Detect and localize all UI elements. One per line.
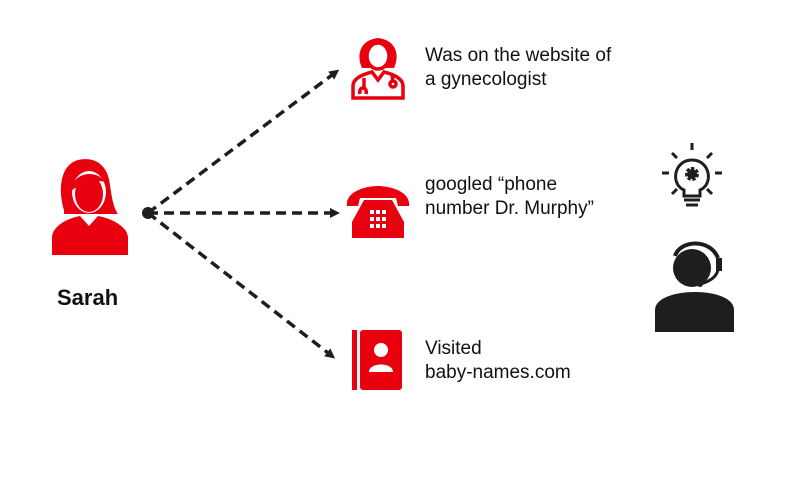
event-text-line: number Dr. Murphy” — [425, 198, 594, 219]
event-text-line: Was on the website of — [425, 45, 612, 66]
arrow-to-book — [146, 211, 336, 359]
connector-arrows — [146, 69, 340, 359]
event-text-line: a gynecologist — [425, 69, 547, 90]
person-name: Sarah — [57, 285, 119, 310]
woman-avatar-icon — [52, 159, 128, 255]
telephone-icon — [346, 186, 410, 238]
doctor-icon — [351, 38, 405, 100]
event-label-book: Visited baby-names.com — [425, 337, 571, 385]
event-label-phone: googled “phone number Dr. Murphy” — [425, 173, 594, 221]
support-agent-icon — [655, 241, 734, 332]
event-label-doctor: Was on the website of a gynecologist — [425, 44, 611, 92]
event-text-line: Visited — [425, 338, 482, 359]
arrow-to-doctor — [146, 69, 340, 215]
event-text-line: baby-names.com — [425, 362, 571, 383]
event-text-line: googled “phone — [425, 174, 558, 195]
lightbulb-gear-icon — [662, 143, 722, 207]
contact-book-icon — [352, 330, 402, 390]
hub-dot — [142, 207, 154, 219]
